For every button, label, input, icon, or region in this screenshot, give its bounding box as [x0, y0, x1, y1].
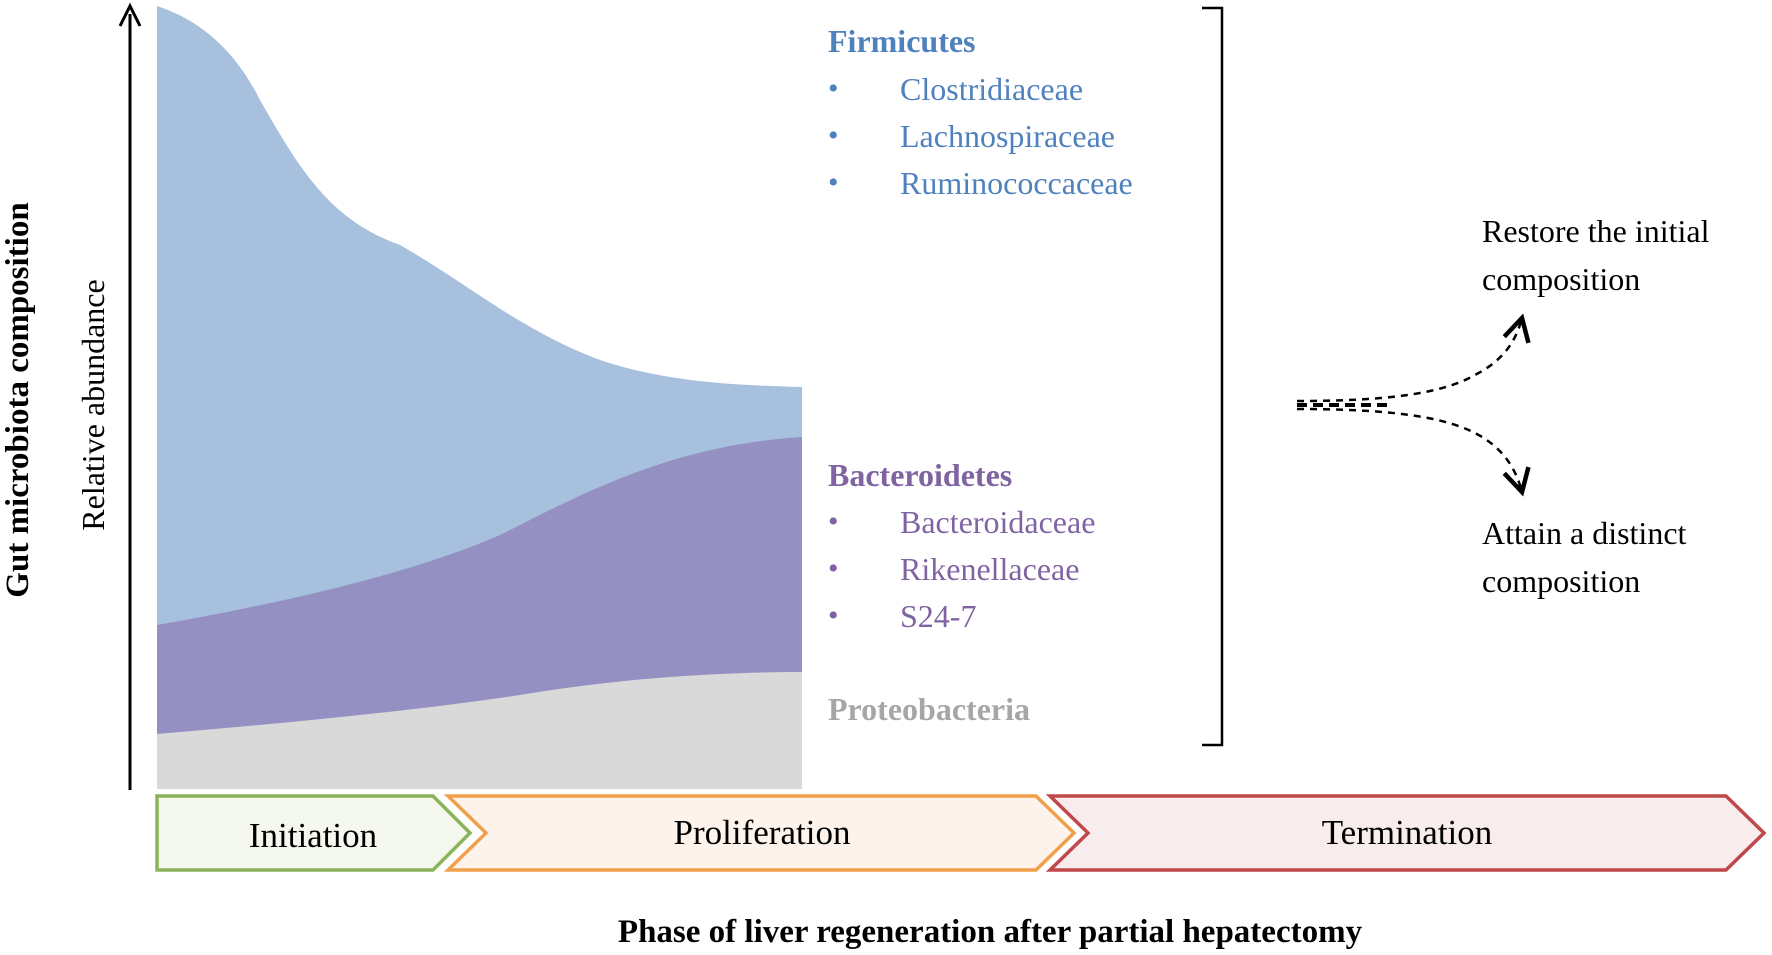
bacteroidetes-bullet: • — [828, 599, 839, 632]
outcome-distinct-line2: composition — [1482, 563, 1640, 599]
phase-timeline: Initiation Proliferation Termination — [155, 794, 1767, 872]
firmicutes-bullet: • — [828, 166, 839, 199]
firmicutes-title: Firmicutes — [828, 23, 976, 59]
outcome-fork-arrows — [1296, 313, 1531, 497]
proteobacteria-title: Proteobacteria — [828, 691, 1030, 727]
firmicutes-family: Clostridiaceae — [900, 71, 1083, 107]
bacteroidetes-family: S24-7 — [900, 598, 976, 634]
bacteroidetes-title: Bacteroidetes — [828, 457, 1012, 493]
bacteroidetes-legend: Bacteroidetes • Bacteroidaceae • Rikenel… — [828, 457, 1095, 634]
bacteroidetes-bullet: • — [828, 552, 839, 585]
firmicutes-family: Ruminococcaceae — [900, 165, 1133, 201]
bacteroidetes-bullet: • — [828, 505, 839, 538]
right-bracket — [1202, 6, 1224, 747]
firmicutes-bullet: • — [828, 72, 839, 105]
phase-proliferation-chevron — [443, 794, 1077, 872]
outcome-restore-line1: Restore the initial — [1482, 213, 1710, 249]
firmicutes-family: Lachnospiraceae — [900, 118, 1115, 154]
firmicutes-legend: Firmicutes • Clostridiaceae • Lachnospir… — [828, 23, 1133, 201]
y-axis-arrowhead-icon — [118, 2, 142, 27]
proteobacteria-area — [157, 672, 802, 789]
phase-initiation-chevron — [155, 794, 473, 872]
phase-proliferation-label: Proliferation — [674, 813, 851, 852]
outcome-restore-line2: composition — [1482, 261, 1640, 297]
inner-axis-label: Relative abundance — [75, 279, 111, 530]
phase-termination-label: Termination — [1322, 813, 1493, 852]
bacteroidetes-family: Rikenellaceae — [900, 551, 1079, 587]
phase-termination-chevron — [1045, 794, 1767, 872]
down-arrow-icon — [1296, 407, 1531, 497]
phase-initiation-label: Initiation — [249, 816, 377, 855]
firmicutes-bullet: • — [828, 119, 839, 152]
outer-axis-label: Gut microbiota composition — [0, 202, 36, 597]
x-axis-title: Phase of liver regeneration after partia… — [618, 914, 1363, 950]
outcome-distinct-line1: Attain a distinct — [1482, 515, 1687, 551]
bacteroidetes-family: Bacteroidaceae — [900, 504, 1095, 540]
up-arrow-icon — [1296, 313, 1531, 403]
